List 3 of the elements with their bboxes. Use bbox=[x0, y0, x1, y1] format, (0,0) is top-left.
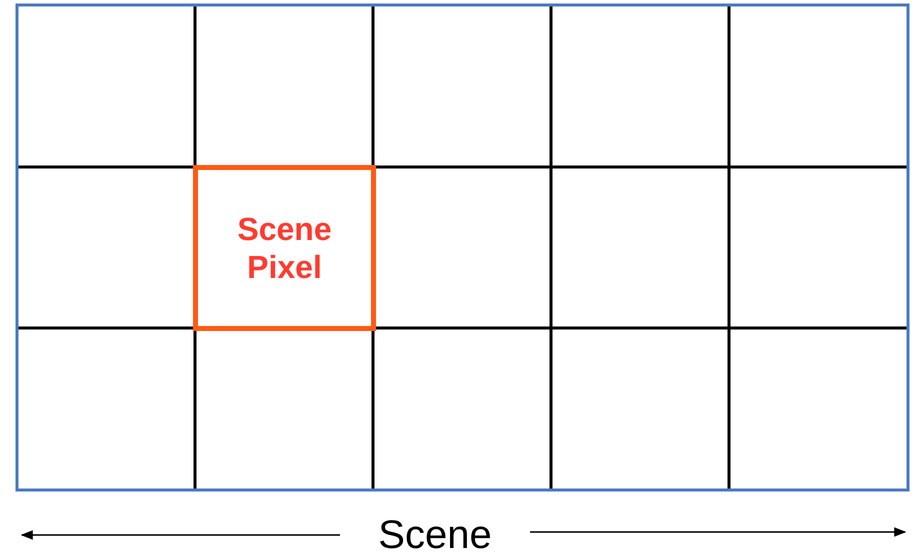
dimension-label: Scene bbox=[377, 512, 493, 558]
pixel-label: Scene Pixel bbox=[236, 210, 333, 286]
highlighted-pixel-box bbox=[193, 165, 376, 331]
